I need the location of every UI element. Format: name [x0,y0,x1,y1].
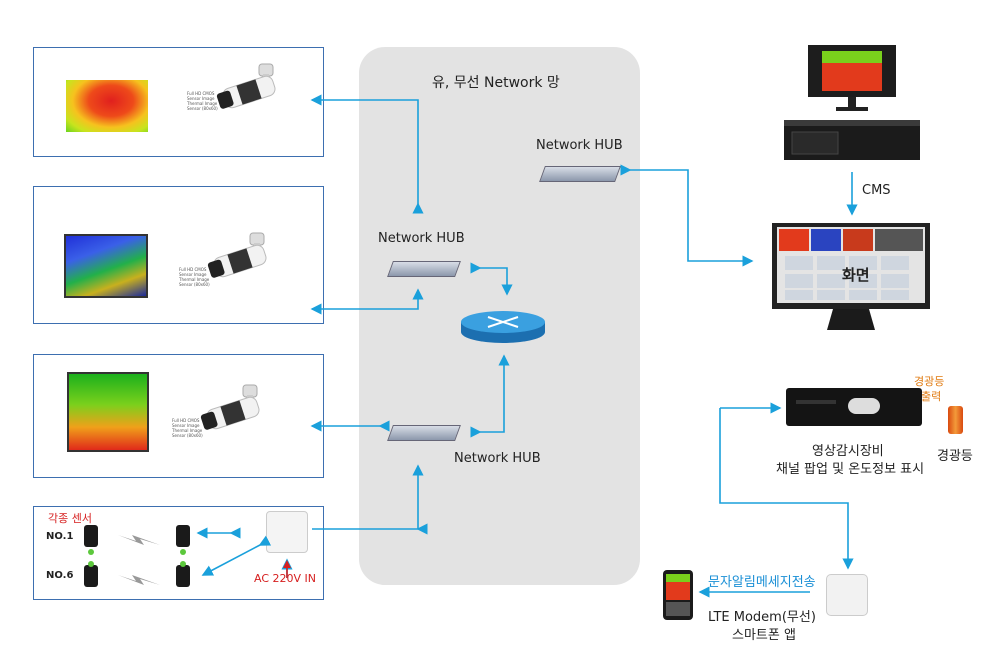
warning-lamp-icon [948,406,963,434]
camera-panel-1: Full HD CMOS Sensor Image Thermal Image … [33,47,324,157]
lte-modem-icon [826,574,868,616]
sensor-no1: NO.1 [46,531,74,542]
camera-icon [209,62,289,116]
sensor-panel: 각종 센서 NO.1 NO.6 AC 220V IN [33,506,324,600]
cms-label: CMS [862,183,891,198]
thermal-image [64,234,148,298]
modem-line2: 스마트폰 앱 [732,628,796,643]
sensor-device [176,565,190,587]
network-title: 유, 무선 Network 망 [432,75,560,91]
camera-spec-line: Sensor (80x60) [187,106,218,111]
camera-icon [193,383,273,437]
camera-icon [200,231,280,285]
alarm-output-line1: 경광등 [914,375,945,388]
monitor-icon [808,45,896,111]
sensor-led [180,561,186,567]
recorder-icon [786,388,922,426]
wireless-signal-icon [118,535,160,585]
cms-screen [772,223,930,330]
alarm-output-line2: 출력 [921,390,942,403]
camera-spec-line: Thermal Image [172,428,203,433]
camera-spec-line: Sensor (80x60) [172,433,203,438]
router-icon [461,311,545,343]
sensor-device [176,525,190,547]
hub-top-label: Network HUB [536,138,623,153]
camera-panel-2: Full HD CMOS Sensor Image Thermal Image … [33,186,324,324]
sms-label: 문자알림메세지전송 [708,575,816,590]
camera-spec-line: Sensor Image [172,423,200,428]
camera-spec-line: Sensor Image [187,96,215,101]
video-line2: 채널 팝업 및 온도정보 표시 [776,462,925,477]
sensor-led [88,561,94,567]
camera-spec-line: Sensor Image [179,272,207,277]
camera-spec-line: Thermal Image [179,277,210,282]
camera-spec: Full HD CMOS Sensor Image Thermal Image … [179,267,210,287]
camera-spec-line: Full HD CMOS [187,91,215,96]
camera-spec-line: Thermal Image [187,101,218,106]
hub-bottom-label: Network HUB [454,451,541,466]
hub-mid-label: Network HUB [378,231,465,246]
camera-panel-3: Full HD CMOS Sensor Image Thermal Image … [33,354,324,478]
thermal-image [67,372,149,452]
camera-spec-line: Full HD CMOS [172,418,200,423]
sensor-led [180,549,186,555]
sensor-device [84,525,98,547]
sensor-title: 각종 센서 [48,512,92,525]
sensor-device [84,565,98,587]
sensor-no6: NO.6 [46,570,74,581]
sensor-led [88,549,94,555]
server-icon [784,120,920,160]
smartphone-icon [663,570,693,620]
warning-lamp-label: 경광등 [937,449,973,464]
video-line1: 영상감시장비 [812,444,884,459]
camera-spec-line: Full HD CMOS [179,267,207,272]
camera-spec-line: Sensor (80x60) [179,282,210,287]
camera-spec: Full HD CMOS Sensor Image Thermal Image … [187,91,218,111]
cms-screen-label: 화면 [842,266,870,284]
thermal-image [66,80,148,132]
camera-spec: Full HD CMOS Sensor Image Thermal Image … [172,418,203,438]
sensor-gateway [266,511,308,553]
modem-line1: LTE Modem(무선) [708,610,816,625]
